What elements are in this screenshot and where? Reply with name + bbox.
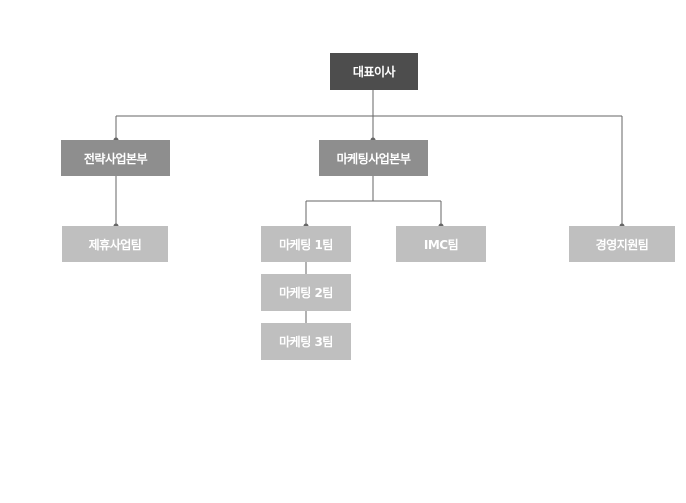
management-support-team-label: 경영지원팀 [595, 237, 649, 252]
strategy-division-box: 전략사업본부 [61, 140, 170, 176]
management-support-team-box: 경영지원팀 [569, 226, 675, 262]
ceo-label: 대표이사 [352, 65, 396, 79]
alliance-team-box: 제휴사업팀 [62, 226, 168, 262]
ceo-box: 대표이사 [330, 53, 418, 90]
marketing-team-3-label: 마케팅 3팀 [279, 335, 333, 349]
marketing-team-1-label: 마케팅 1팀 [279, 237, 333, 252]
imc-team-box: IMC팀 [396, 226, 486, 262]
marketing-team-3-box: 마케팅 3팀 [261, 323, 351, 360]
marketing-team-1-box: 마케팅 1팀 [261, 226, 351, 262]
marketing-division-label: 마케팅사업본부 [336, 151, 411, 166]
strategy-division-label: 전략사업본부 [83, 151, 148, 166]
marketing-team-2-label: 마케팅 2팀 [279, 286, 333, 300]
imc-team-label: IMC팀 [423, 237, 459, 252]
alliance-team-label: 제휴사업팀 [88, 237, 142, 252]
marketing-team-2-box: 마케팅 2팀 [261, 274, 351, 311]
marketing-division-box: 마케팅사업본부 [319, 140, 428, 176]
